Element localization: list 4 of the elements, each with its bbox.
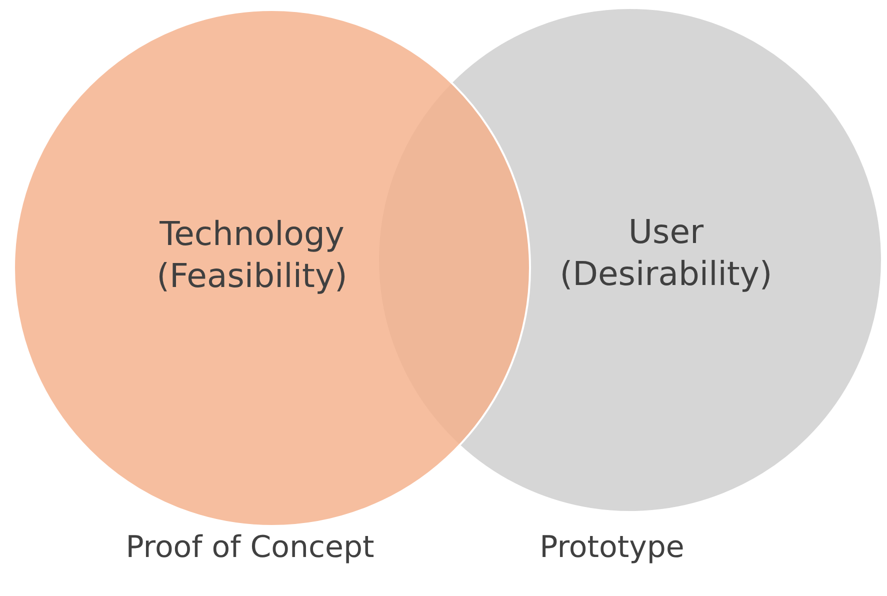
circle-label: User (Desirability)	[558, 211, 774, 295]
caption-text: Proof of Concept	[124, 530, 376, 565]
caption-text: Prototype	[538, 530, 686, 565]
circle-label: Technology (Feasibility)	[156, 213, 348, 297]
